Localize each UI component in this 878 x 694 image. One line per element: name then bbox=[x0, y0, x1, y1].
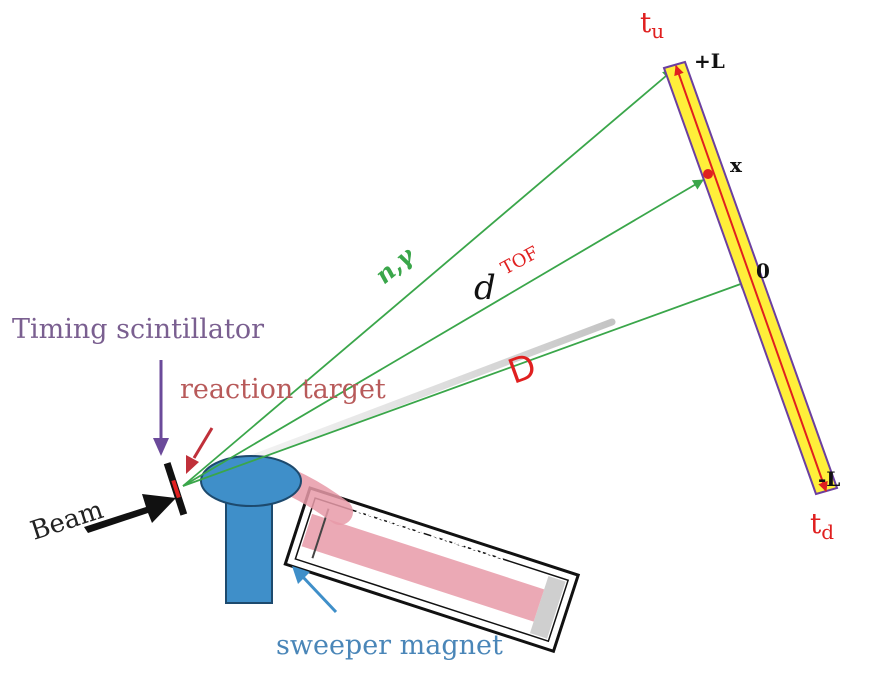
charged-particles-box bbox=[283, 486, 581, 654]
charged-particle-beam bbox=[301, 513, 545, 622]
neutron-detector-bar bbox=[662, 60, 839, 496]
d-label: d bbox=[474, 268, 496, 308]
n-gamma-label: n,γ bbox=[369, 240, 420, 290]
ray-to-plus-l bbox=[182, 69, 674, 487]
plus-l-label: +L bbox=[694, 49, 725, 73]
timing-scintillator bbox=[163, 462, 188, 516]
beam-arrow bbox=[84, 494, 176, 533]
tof-label: TOF bbox=[497, 242, 542, 279]
faint-shadow-line bbox=[196, 318, 616, 482]
hit-point-x bbox=[703, 169, 713, 179]
timing-arrow bbox=[153, 360, 169, 456]
sweeper-magnet bbox=[200, 455, 302, 604]
t-u-label: tu bbox=[640, 6, 664, 43]
bar-axis bbox=[674, 65, 828, 492]
sweeper-arrow bbox=[292, 566, 338, 614]
timing-scintillator-label: Timing scintillator bbox=[12, 314, 264, 345]
rays bbox=[182, 69, 751, 487]
sweeper-magnet-label: sweeper magnet bbox=[276, 630, 503, 661]
ray-to-x bbox=[182, 179, 704, 487]
minus-l-label: -L bbox=[818, 467, 840, 491]
zero-label: 0 bbox=[756, 259, 770, 283]
x-label: x bbox=[730, 153, 743, 177]
beam-label: Beam bbox=[27, 495, 107, 547]
reaction-target-label: reaction target bbox=[180, 374, 386, 405]
reaction-arrow bbox=[186, 427, 214, 474]
ray-to-zero bbox=[182, 279, 751, 487]
t-d-label: td bbox=[810, 507, 834, 544]
